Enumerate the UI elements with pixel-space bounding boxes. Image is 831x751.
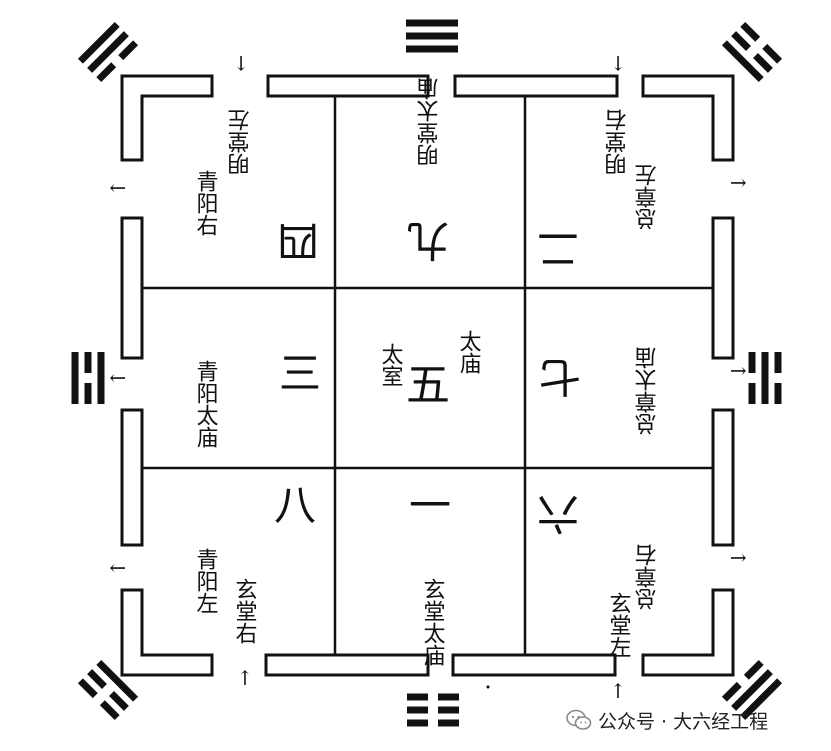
hall-left-top: 青阳右 bbox=[193, 170, 219, 236]
trigram-top-right bbox=[721, 21, 783, 83]
frame-bars bbox=[120, 74, 735, 677]
bar-right-upper bbox=[711, 216, 735, 360]
trigram-line-broken bbox=[438, 693, 459, 701]
trigram-top-left bbox=[77, 21, 139, 83]
corner-top-right bbox=[641, 74, 735, 162]
trigram-line-broken bbox=[762, 43, 783, 64]
trigram-line-broken bbox=[748, 352, 756, 373]
trigram-line-broken bbox=[77, 678, 98, 699]
trigram-line-solid bbox=[77, 21, 120, 64]
arrows: ↑ ↑ ↑ ↑ ↑ ↑ ↑ ↑ ↑ ↑ bbox=[106, 51, 750, 703]
num-top-center: 九 bbox=[407, 216, 449, 265]
trigram-line-broken bbox=[109, 691, 129, 711]
trigram-line-broken bbox=[774, 352, 782, 373]
num-bottom-left: 八 bbox=[274, 481, 316, 530]
hall-bottom-left: 玄堂右 bbox=[232, 578, 258, 644]
trigram-line-broken bbox=[748, 383, 756, 404]
trigram-bottom-left bbox=[77, 659, 139, 721]
arrow-top-left: ↑ bbox=[233, 51, 250, 75]
hall-top-left: 明堂左 bbox=[228, 109, 254, 175]
trigram-line-solid bbox=[761, 352, 769, 404]
bar-right-lower bbox=[711, 408, 735, 547]
trigram-line-solid bbox=[87, 31, 129, 73]
corner-bottom-left bbox=[120, 588, 214, 677]
num-top-left: 四 bbox=[277, 216, 319, 265]
trigram-line-solid bbox=[721, 40, 764, 83]
num-bottom-center: 一 bbox=[409, 481, 451, 530]
watermark-text: 公众号 · 大六经工程 bbox=[598, 710, 769, 733]
hall-bottom-center: 玄堂太庙 bbox=[420, 578, 446, 666]
arrow-left-bottom: ↑ bbox=[106, 560, 130, 577]
trigram-line-broken bbox=[87, 669, 107, 689]
num-top-right: 二 bbox=[537, 224, 579, 273]
num-bottom-right: 六 bbox=[537, 489, 579, 538]
watermark: 公众号 · 大六经工程 bbox=[566, 705, 768, 735]
trigram-right bbox=[748, 352, 782, 404]
arrow-bottom-left: ↑ bbox=[237, 666, 254, 690]
bar-top-left bbox=[266, 74, 430, 98]
trigram-line-broken bbox=[407, 693, 428, 701]
arrow-bottom-right: ↑ bbox=[610, 679, 627, 703]
center-left-label: 太室 bbox=[378, 343, 404, 387]
trigram-line-broken bbox=[740, 21, 761, 42]
arrow-top-right: ↑ bbox=[610, 51, 627, 75]
trigram-bottom-right bbox=[721, 659, 783, 721]
arrow-right-top: ↑ bbox=[726, 175, 750, 192]
trigram-line-solid bbox=[740, 678, 783, 721]
hall-top-center: 明堂太庙 bbox=[417, 78, 443, 166]
trigram-line-broken bbox=[407, 719, 428, 727]
ink-dot bbox=[486, 685, 490, 689]
hall-right-top: 总章左 bbox=[635, 164, 661, 230]
trigram-line-solid bbox=[71, 352, 79, 404]
trigram-line-broken bbox=[84, 352, 92, 373]
trigram-line-broken bbox=[753, 53, 773, 73]
trigram-line-solid bbox=[406, 19, 458, 27]
trigram-top bbox=[406, 19, 458, 53]
trigram-line-broken bbox=[438, 706, 459, 714]
arrow-left-top: ↑ bbox=[106, 180, 130, 197]
hall-left-center: 青阳太庙 bbox=[193, 360, 219, 448]
corner-top-left bbox=[120, 74, 214, 162]
trigram-line-broken bbox=[743, 659, 764, 680]
num-mid-left: 三 bbox=[279, 349, 321, 398]
hall-bottom-right: 玄堂左 bbox=[606, 592, 632, 658]
trigram-line-broken bbox=[84, 383, 92, 404]
hall-right-center: 总章太庙 bbox=[635, 347, 661, 435]
bar-left-upper bbox=[120, 216, 144, 360]
trigram-left bbox=[71, 352, 105, 404]
arrow-left-center: ↑ bbox=[106, 370, 130, 387]
trigram-line-solid bbox=[97, 352, 105, 404]
trigram-line-broken bbox=[731, 31, 751, 51]
bar-left-lower bbox=[120, 408, 144, 547]
bar-top-right bbox=[453, 74, 619, 98]
center-right-label: 太庙 bbox=[456, 330, 482, 374]
trigram-bottom bbox=[407, 693, 459, 727]
trigram-line-broken bbox=[774, 383, 782, 404]
trigram-line-broken bbox=[96, 62, 117, 83]
arrow-right-bottom: ↑ bbox=[726, 550, 750, 567]
trigram-line-broken bbox=[407, 706, 428, 714]
hall-right-bottom: 总章右 bbox=[635, 544, 661, 610]
bar-bottom-left bbox=[264, 653, 430, 677]
grid-numbers: 四 九 二 三 五 七 八 一 六 太室 太庙 bbox=[274, 216, 581, 538]
hall-top-right: 明堂右 bbox=[605, 109, 631, 175]
trigram-line-broken bbox=[99, 700, 120, 721]
arrow-right-center: ↑ bbox=[726, 363, 750, 380]
trigram-line-broken bbox=[118, 40, 139, 61]
hall-left-bottom: 青阳左 bbox=[193, 548, 219, 614]
num-mid-right: 七 bbox=[539, 352, 581, 401]
trigram-line-solid bbox=[406, 32, 458, 40]
hall-labels: 明堂左 明堂太庙 明堂右 青阳右 青阳太庙 青阳左 总章左 总章太庙 总章右 玄… bbox=[193, 78, 661, 667]
corner-bottom-right bbox=[641, 588, 735, 677]
trigram-line-broken bbox=[438, 719, 459, 727]
num-center: 五 bbox=[406, 360, 450, 411]
trigram-line-broken bbox=[721, 681, 742, 702]
trigram-line-solid bbox=[406, 45, 458, 53]
wechat-icon bbox=[566, 709, 592, 730]
trigram-line-solid bbox=[96, 659, 139, 702]
bar-bottom-right bbox=[451, 653, 617, 677]
inner-grid bbox=[142, 96, 713, 655]
trigram-line-solid bbox=[731, 669, 773, 711]
